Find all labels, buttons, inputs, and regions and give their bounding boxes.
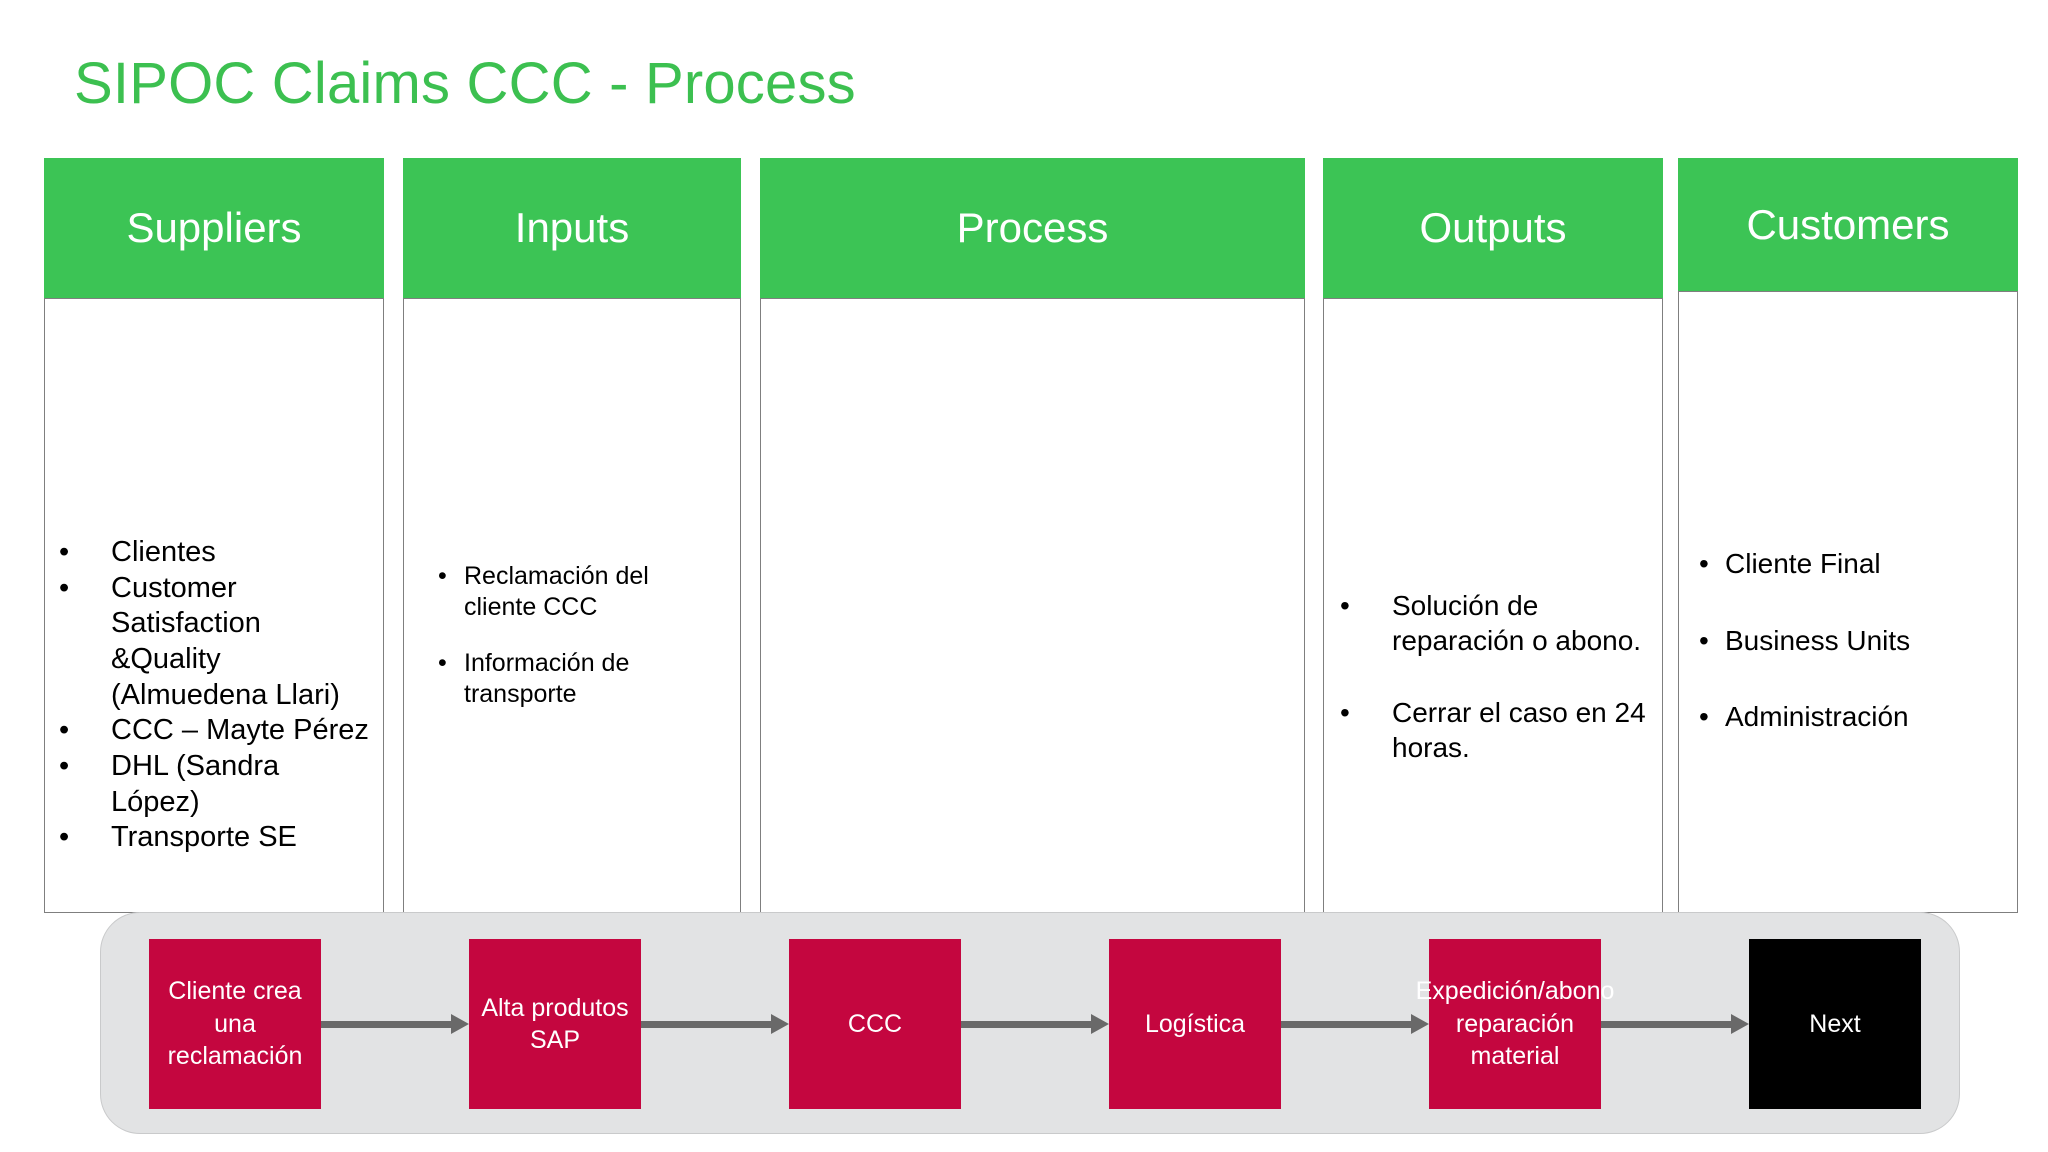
list-item: • Transporte SE xyxy=(59,820,375,856)
list-item-label: Customer Satisfaction &Quality (Almueden… xyxy=(111,571,340,711)
bullet-icon: • xyxy=(59,536,70,568)
customers-list: • Cliente Final • Business Units • Admin… xyxy=(1699,547,2009,777)
flow-step-logistica[interactable]: Logística xyxy=(1109,939,1281,1109)
bullet-icon: • xyxy=(1699,624,1709,656)
bullet-icon: • xyxy=(59,571,70,604)
list-item-label: Transporte SE xyxy=(111,821,297,854)
arrow-right-icon xyxy=(1601,1014,1749,1034)
sipoc-column-customers: Customers • Cliente Final • Business Uni… xyxy=(1678,158,2018,913)
list-item: • Información de transporte xyxy=(438,648,726,710)
list-item-label: Reclamación del cliente CCC xyxy=(464,562,649,621)
list-item-label: Cerrar el caso en 24 horas. xyxy=(1392,697,1646,764)
arrow-right-icon xyxy=(1281,1014,1429,1034)
outputs-list: • Solución de reparación o abono. • Cerr… xyxy=(1340,589,1654,804)
list-item: • Customer Satisfaction &Quality (Almued… xyxy=(59,571,375,714)
bullet-icon: • xyxy=(438,649,447,677)
list-item-label: DHL (Sandra López) xyxy=(111,749,280,818)
bullet-icon: • xyxy=(1340,590,1350,621)
list-item: • CCC – Mayte Pérez xyxy=(59,713,375,749)
list-item-label: Administración xyxy=(1725,701,1909,733)
column-body-suppliers: • Clientes • Customer Satisfaction &Qual… xyxy=(44,298,384,913)
column-header-outputs: Outputs xyxy=(1323,158,1663,298)
sipoc-column-inputs: Inputs • Reclamación del cliente CCC • I… xyxy=(403,158,741,913)
arrow-right-icon xyxy=(961,1014,1109,1034)
list-item: • DHL (Sandra López) xyxy=(59,749,375,820)
sipoc-column-suppliers: Suppliers • Clientes • Customer Satisfac… xyxy=(44,158,384,913)
bullet-icon: • xyxy=(1699,701,1709,733)
process-flow-band: Cliente crea una reclamación Alta produt… xyxy=(100,912,1960,1134)
list-item-label: Solución de reparación o abono. xyxy=(1392,590,1642,656)
list-item: • Business Units xyxy=(1699,624,2009,659)
list-item: • Cerrar el caso en 24 horas. xyxy=(1340,696,1654,765)
column-body-inputs: • Reclamación del cliente CCC • Informac… xyxy=(403,298,741,913)
column-body-customers: • Cliente Final • Business Units • Admin… xyxy=(1678,291,2018,913)
column-header-inputs: Inputs xyxy=(403,158,741,298)
flow-step-ccc[interactable]: CCC xyxy=(789,939,961,1109)
list-item-label: CCC – Mayte Pérez xyxy=(111,714,369,747)
inputs-list: • Reclamación del cliente CCC • Informac… xyxy=(438,561,726,735)
flow-step-expedicion-abono-reparacion-material[interactable]: Expedición/abono reparación material xyxy=(1416,939,1614,1109)
flow-step-cliente-crea-una-reclamacion[interactable]: Cliente crea una reclamación xyxy=(149,939,321,1109)
bullet-icon: • xyxy=(59,714,70,747)
column-header-process: Process xyxy=(760,158,1305,298)
suppliers-list: • Clientes • Customer Satisfaction &Qual… xyxy=(59,535,375,856)
sipoc-column-process: Process xyxy=(760,158,1305,913)
arrow-right-icon xyxy=(641,1014,789,1034)
list-item: • Administración xyxy=(1699,700,2009,735)
list-item-label: Cliente Final xyxy=(1725,548,1881,579)
arrow-right-icon xyxy=(321,1014,469,1034)
sipoc-columns: Suppliers • Clientes • Customer Satisfac… xyxy=(0,158,2048,913)
flow-step-next[interactable]: Next xyxy=(1749,939,1921,1109)
bullet-icon: • xyxy=(59,821,70,854)
list-item: • Solución de reparación o abono. xyxy=(1340,589,1654,658)
list-item: • Clientes xyxy=(59,535,375,571)
column-body-outputs: • Solución de reparación o abono. • Cerr… xyxy=(1323,298,1663,913)
list-item-label: Business Units xyxy=(1725,624,1911,656)
column-header-suppliers: Suppliers xyxy=(44,158,384,298)
bullet-icon: • xyxy=(59,749,70,782)
bullet-icon: • xyxy=(438,562,447,590)
column-header-customers: Customers xyxy=(1678,158,2018,291)
bullet-icon: • xyxy=(1699,548,1709,579)
page-title: SIPOC Claims CCC - Process xyxy=(74,51,856,116)
list-item-label: Información de transporte xyxy=(464,649,630,708)
bullet-icon: • xyxy=(1340,697,1350,729)
list-item: • Cliente Final xyxy=(1699,547,2009,582)
list-item-label: Clientes xyxy=(111,536,216,568)
process-flow-steps: Cliente crea una reclamación Alta produt… xyxy=(149,939,1921,1109)
column-body-process xyxy=(760,298,1305,913)
list-item: • Reclamación del cliente CCC xyxy=(438,561,726,623)
sipoc-column-outputs: Outputs • Solución de reparación o abono… xyxy=(1323,158,1663,913)
flow-step-alta-produtos-sap[interactable]: Alta produtos SAP xyxy=(469,939,641,1109)
